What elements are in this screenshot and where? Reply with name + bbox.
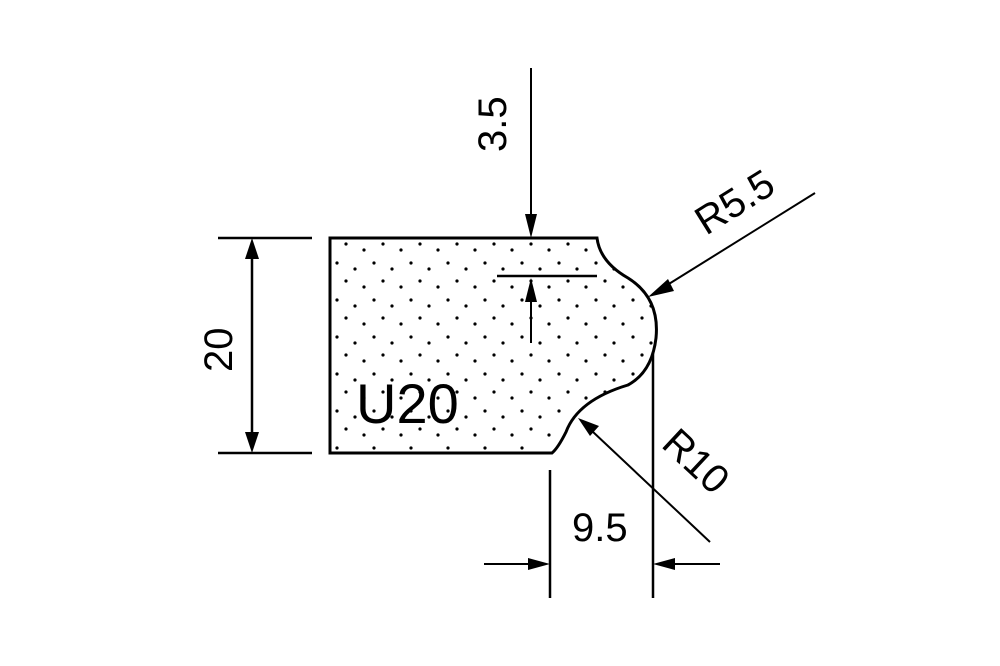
width-offset-label: 9.5: [572, 506, 628, 550]
profile-label: U20: [356, 372, 459, 435]
width-offset-dimension: 9.5: [484, 352, 720, 598]
height-dimension-label: 20: [197, 328, 241, 373]
small-radius-dimension: R5.5: [648, 162, 816, 297]
top-offset-dimension-label: 3.5: [471, 96, 515, 152]
height-dimension: 20: [197, 236, 312, 455]
large-radius-label: R10: [654, 420, 738, 502]
top-offset-dimension: 3.5: [471, 68, 597, 343]
profile-shape: [328, 236, 658, 455]
small-radius-label: R5.5: [687, 162, 782, 244]
